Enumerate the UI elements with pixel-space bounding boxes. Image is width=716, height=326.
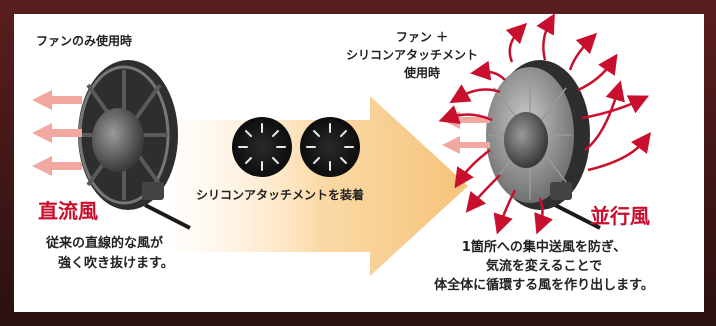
left-heading: ファンのみ使用時 — [36, 34, 133, 48]
right-heading-line2: シリコンアタッチメント — [345, 48, 478, 62]
silicone-attachment-1 — [232, 117, 292, 177]
right-caption-line1: 1箇所への集中送風を防ぎ、 — [461, 240, 627, 255]
straight-wind-arrows — [32, 90, 82, 176]
left-mode-label: 直流風 — [38, 199, 98, 223]
left-caption-line2: 強く吹き抜けます。 — [58, 256, 174, 271]
right-caption-line3: 体全体に循環する風を作り出します。 — [434, 278, 654, 293]
right-caption-line2: 気流を変えることで — [485, 259, 603, 274]
right-mode-label: 並行風 — [590, 204, 650, 228]
dispersed-wind-arrows — [438, 13, 652, 235]
right-heading-line3: 使用時 — [403, 66, 440, 80]
attach-caption: シリコンアタッチメントを装着 — [196, 188, 365, 202]
right-heading-line1: ファン ＋ — [395, 30, 449, 44]
left-caption-line1: 従来の直線的な風が — [46, 236, 164, 251]
fan-left — [78, 60, 191, 230]
silicone-attachment-2 — [300, 117, 360, 177]
fan-right — [486, 60, 601, 230]
